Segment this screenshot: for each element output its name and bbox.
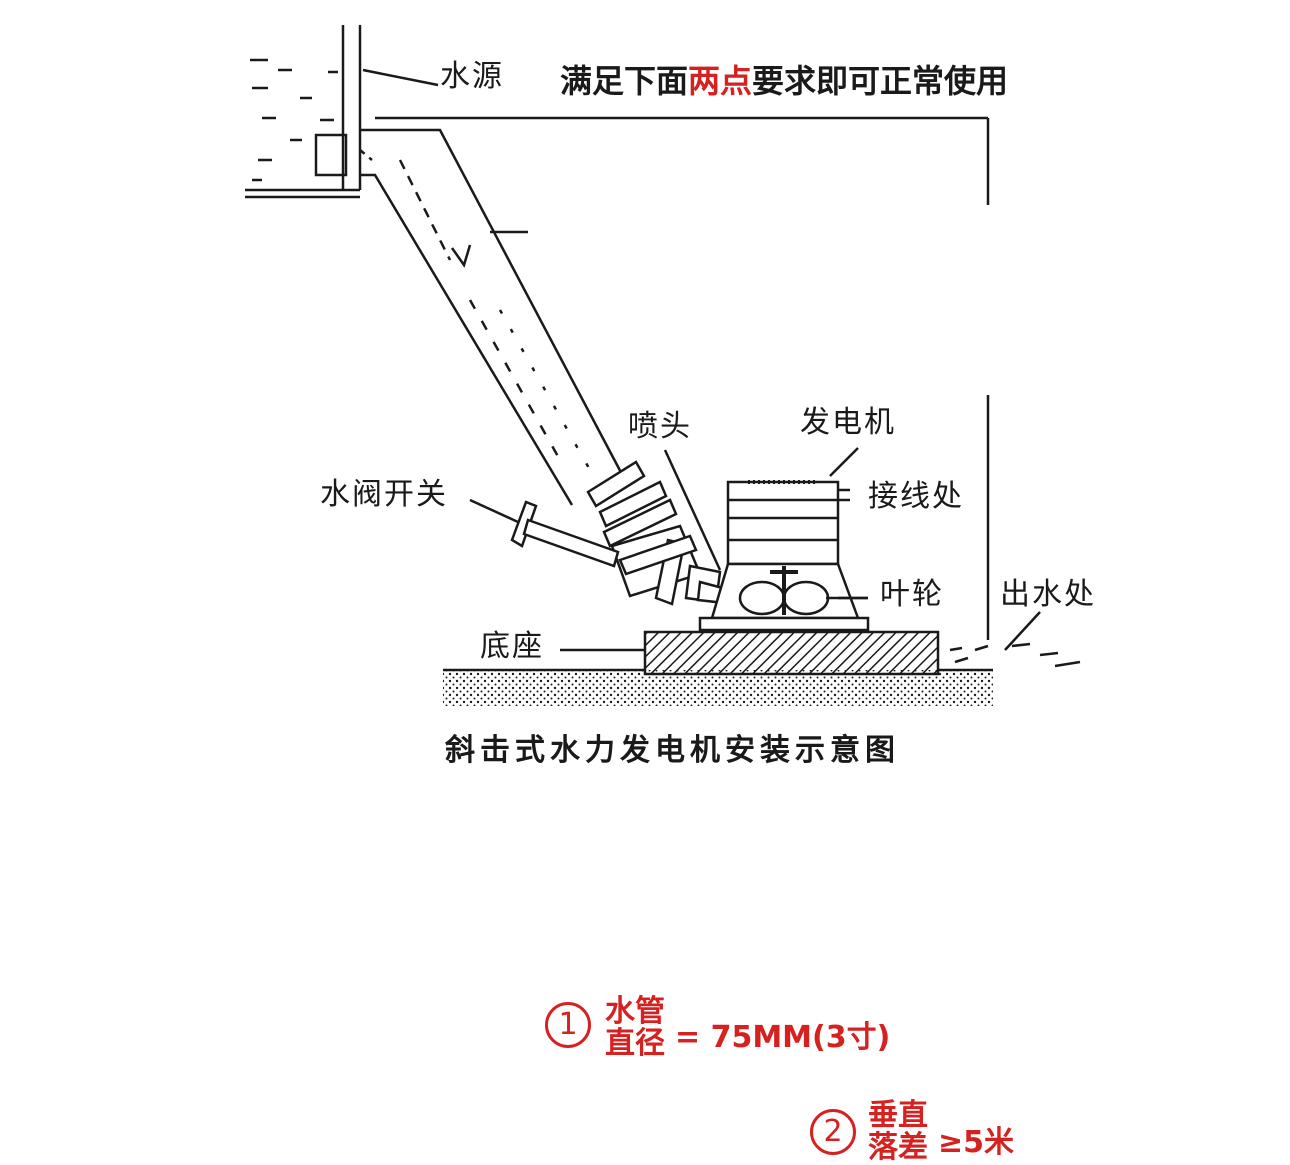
requirement-2-value: ≥5米: [938, 1125, 1015, 1160]
diagram-caption: 斜击式水力发电机安装示意图: [445, 733, 900, 768]
water-tank: [245, 25, 439, 199]
title-part-2: 要求即可正常使用: [752, 62, 1009, 100]
label-valve: 水阀开关: [320, 477, 448, 512]
outlet-splash: [949, 611, 1081, 668]
title-part-1: 满足下面: [560, 62, 689, 100]
pipe-flanges: [586, 460, 740, 606]
height-bracket: [375, 116, 990, 640]
label-generator: 发电机: [800, 405, 896, 440]
requirement-1-line2: 直径: [605, 1026, 665, 1061]
requirement-2-label: 垂直 落差: [868, 1100, 928, 1164]
requirement-1-number: 1: [545, 1002, 591, 1048]
base-block: [643, 630, 940, 676]
ground: [443, 668, 993, 706]
diagram: 满足下面两点要求即可正常使用 1 水管 直径 = 75MM(3寸) 2 垂直 落…: [245, 25, 1096, 1164]
requirement-2-line2: 落差: [868, 1130, 928, 1165]
diagram-title: 满足下面两点要求即可正常使用: [560, 56, 1008, 102]
title-highlight: 两点: [688, 62, 753, 100]
label-wiring: 接线处: [868, 479, 964, 514]
leader-lines: [560, 596, 868, 652]
requirement-2-number: 2: [810, 1109, 856, 1155]
requirement-2-line1: 垂直: [868, 1098, 928, 1133]
installation-drawing: [245, 25, 1081, 706]
nozzle-pointer: [663, 449, 722, 571]
turbine-housing: [698, 562, 870, 632]
label-water-source: 水源: [440, 59, 504, 94]
label-outlet: 出水处: [1000, 577, 1096, 612]
requirement-1-label: 水管 直径: [605, 996, 665, 1060]
generator: [726, 447, 859, 566]
water-pipe: [359, 128, 627, 506]
requirement-1-value: = 75MM(3寸): [675, 1020, 891, 1055]
valve-handle: [469, 498, 620, 568]
label-impeller: 叶轮: [880, 577, 944, 612]
label-base: 底座: [480, 629, 544, 664]
requirement-1-line1: 水管: [605, 994, 665, 1029]
label-nozzle: 喷头: [628, 409, 692, 444]
